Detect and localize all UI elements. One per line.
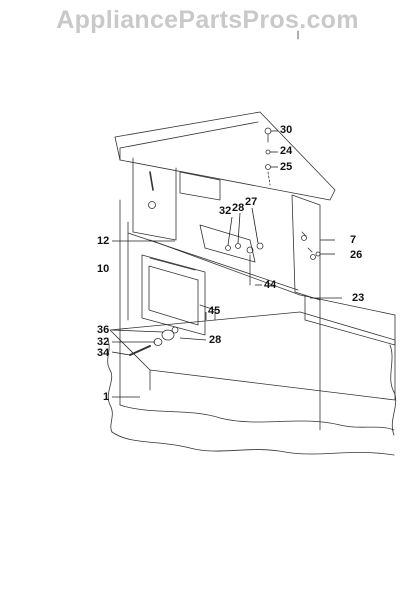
leader-36: [111, 329, 164, 333]
nut-27: [256, 242, 264, 250]
bracket-hole-2: [310, 254, 316, 260]
screw-32a: [225, 245, 231, 251]
knob: [148, 201, 156, 209]
leader-34: [111, 351, 131, 356]
bolt-44-head: [246, 246, 254, 254]
control-window: [179, 171, 221, 201]
door-frame-inner: [148, 265, 199, 326]
cabinet-break-low: [119, 404, 395, 431]
nut-25: [265, 164, 271, 170]
leader-28a: [237, 212, 241, 244]
door-frame-top: [149, 257, 196, 271]
leader-32a: [227, 216, 233, 246]
callout-28a: 28: [232, 202, 245, 214]
leader-28b: [179, 337, 207, 341]
front-panel: [132, 157, 177, 241]
part-28b: [171, 326, 179, 334]
callout-30: 30: [280, 124, 293, 136]
bracket-hole-1: [301, 235, 307, 241]
right-bracket: [291, 194, 321, 301]
cabinet-break-bottom: [111, 431, 395, 456]
callout-1: 1: [103, 391, 110, 403]
right-bracket-holes: [301, 231, 313, 253]
washer-32b: [153, 338, 163, 346]
callout-23: 23: [352, 292, 365, 304]
callout-32b: 32: [97, 336, 110, 348]
screw-30: [264, 127, 272, 135]
washer-24: [265, 149, 271, 155]
grommet-36: [161, 329, 175, 341]
callout-45: 45: [208, 305, 221, 317]
callout-12: 12: [97, 235, 110, 247]
top-panel-edge: [119, 121, 259, 161]
watermark-text: AppliancePartsPros.com: [56, 6, 359, 34]
callout-44: 44: [264, 279, 277, 291]
callout-34: 34: [97, 347, 110, 359]
cabinet-break-right: [389, 344, 397, 436]
callout-27: 27: [245, 196, 258, 208]
cross-rail-top: [127, 232, 299, 291]
top-panel: [114, 111, 336, 201]
callout-36: 36: [97, 324, 110, 336]
cabinet-break-top: [107, 339, 113, 433]
callout-28b: 28: [209, 334, 222, 346]
callout-24: 24: [280, 145, 293, 157]
callout-26: 26: [350, 249, 363, 261]
leader-27: [251, 207, 259, 244]
washer-28a: [235, 243, 241, 249]
indicator-mark: [149, 171, 154, 191]
mount-block: [199, 224, 256, 263]
screw-34: [129, 345, 151, 356]
callout-7: 7: [350, 234, 357, 246]
door-frame: [141, 254, 206, 336]
base-plate: [109, 311, 396, 401]
callout-25: 25: [280, 161, 293, 173]
callout-32a: 32: [219, 205, 232, 217]
callout-10: 10: [97, 263, 110, 275]
door-hinge: [199, 304, 216, 321]
screw-26: [315, 251, 321, 257]
